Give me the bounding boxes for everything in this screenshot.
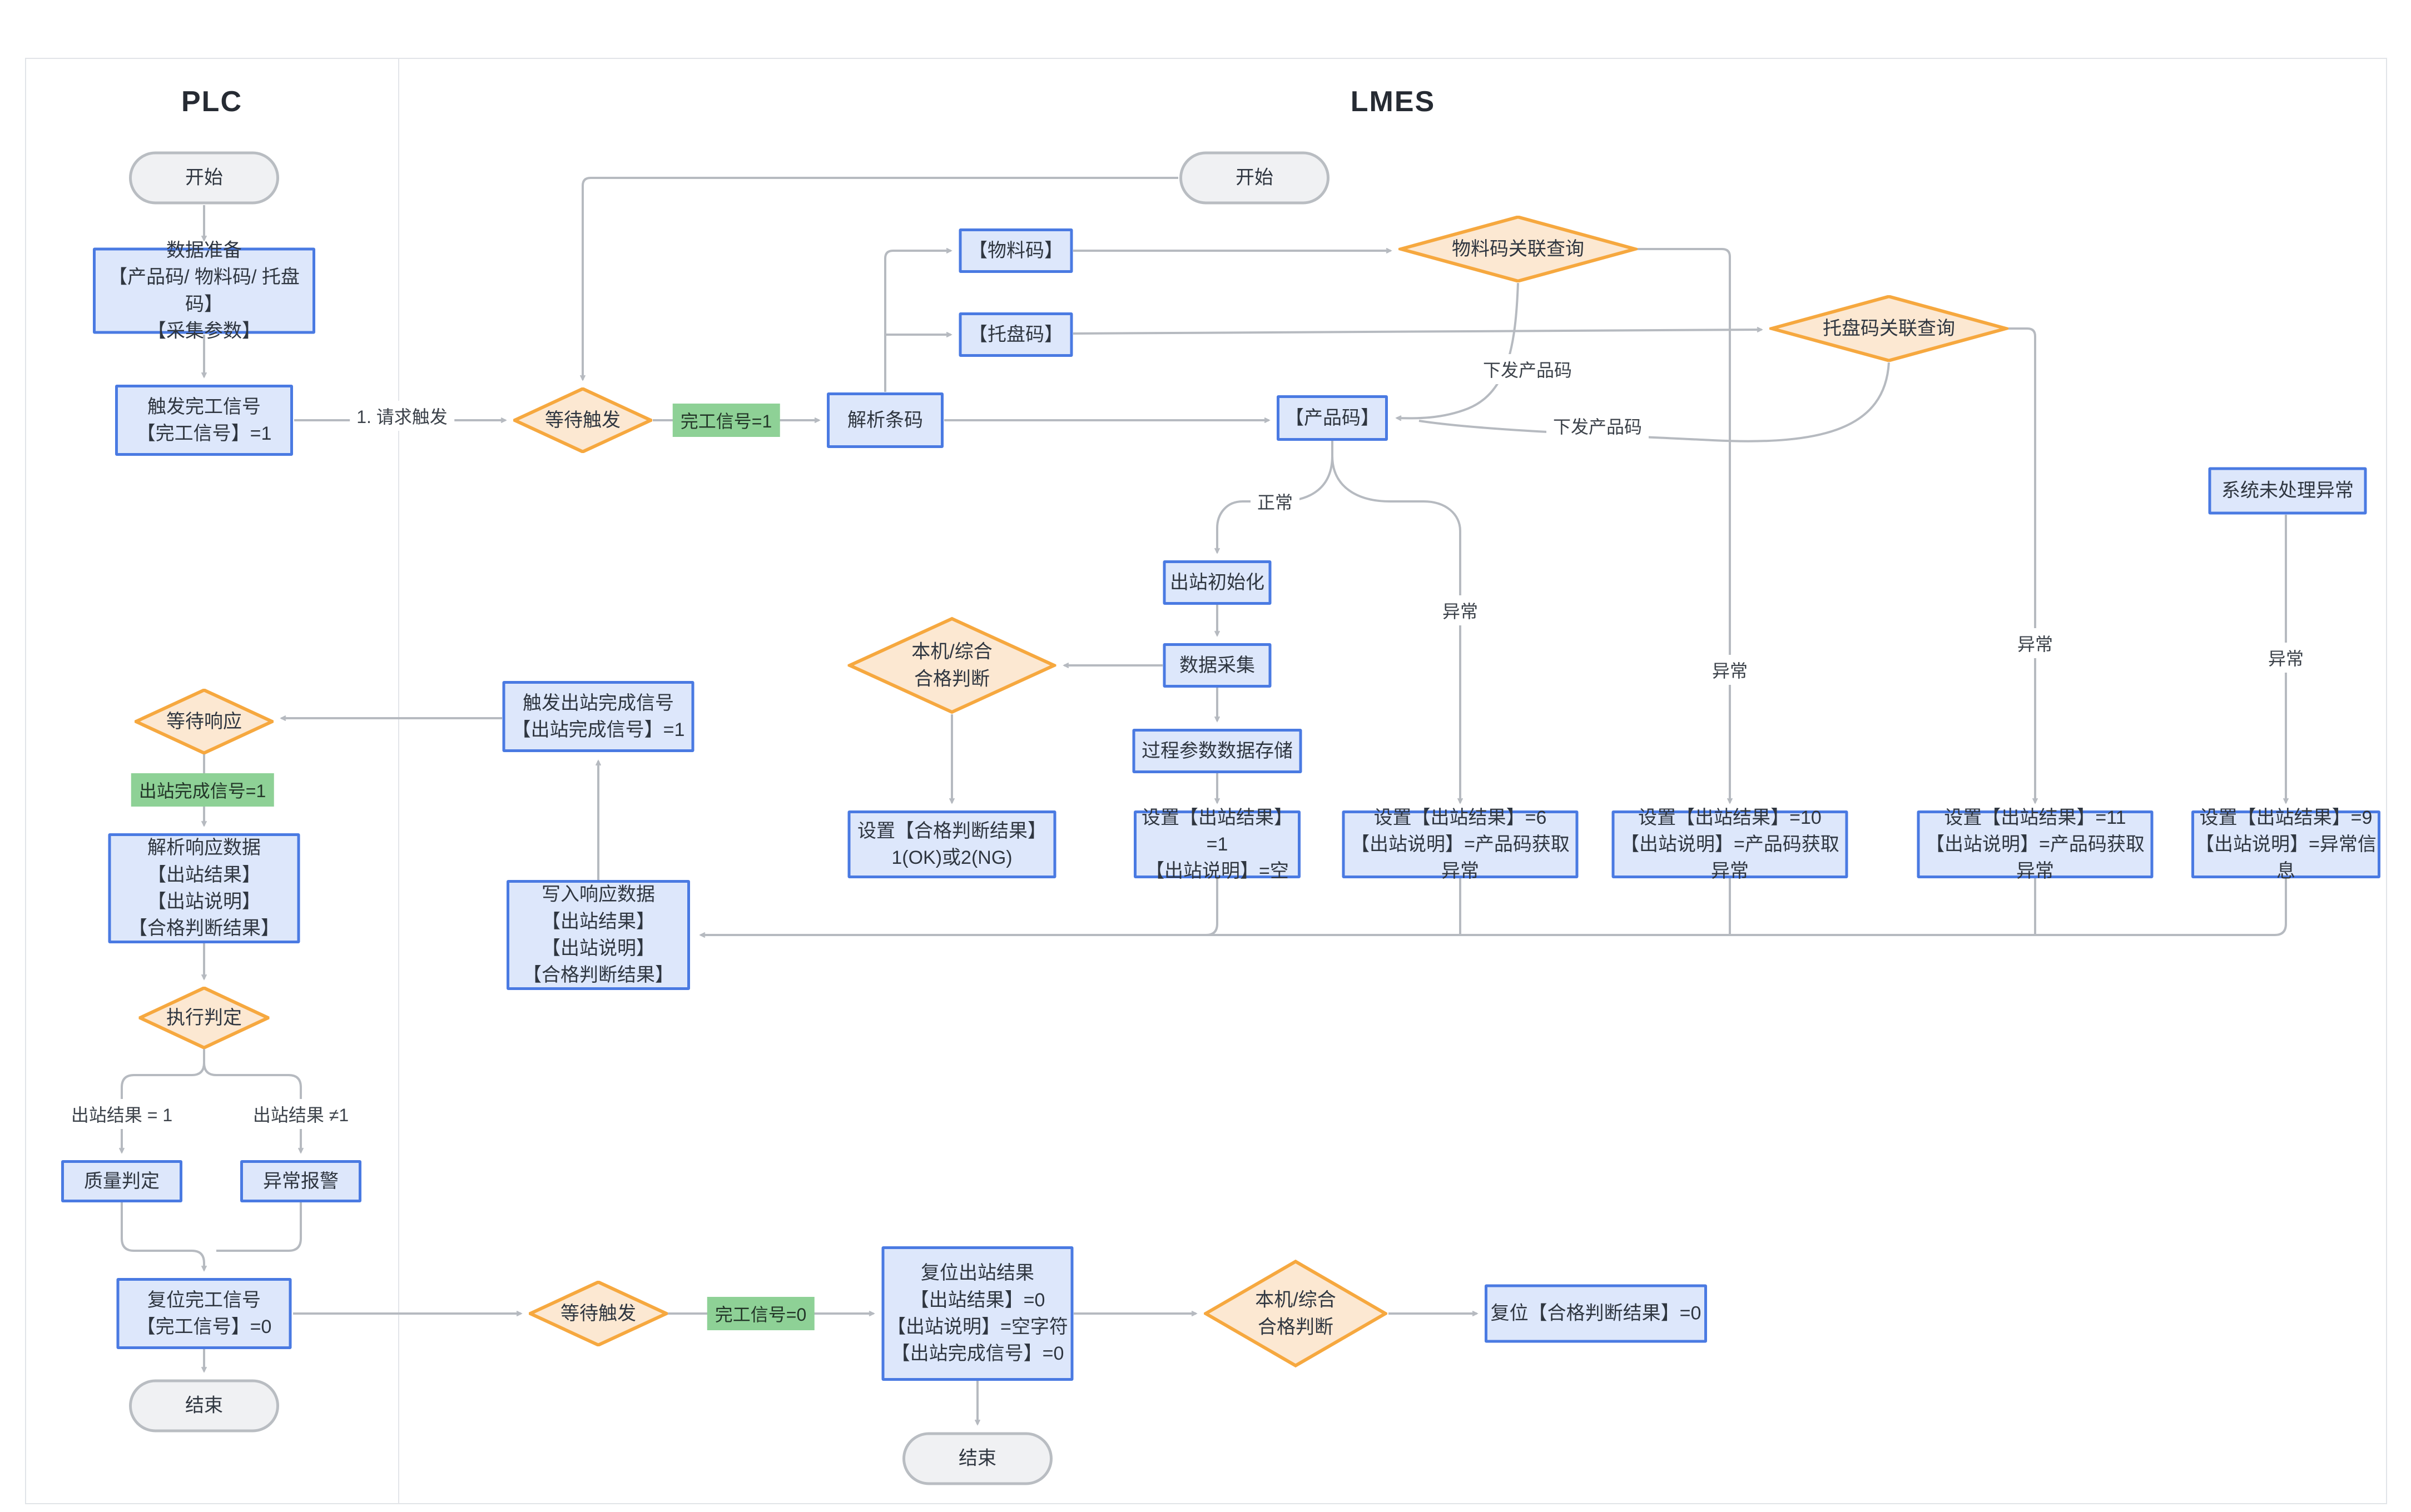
process-set-result-6: 设置【出站结果】=6 【出站说明】=产品码获取异常 [1342,807,1579,882]
edge-label-request-trigger: 1. 请求触发 [350,401,454,431]
process-parse-response: 解析响应数据 【出站结果】 【出站说明】 【合格判断结果】 [108,833,300,943]
terminator-plc-start: 开始 [129,151,279,205]
process-set-result-10: 设置【出站结果】=10 【出站说明】=产品码获取异常 [1611,807,1848,882]
process-trigger-done-signal: 触发完工信号 【完工信号】=1 [115,385,293,456]
data-product-code: 【产品码】 [1277,395,1388,441]
edge-label-result-eq-1: 出站结果 = 1 [64,1099,180,1129]
decision-tray-query: 托盘码关联查询 [1769,295,2008,362]
process-abnormal-alarm: 异常报警 [240,1160,361,1202]
terminator-lmes-end: 结束 [902,1432,1053,1485]
edge-label-abnormal-10: 异常 [1705,655,1755,685]
lane-title-plc: PLC [181,86,242,118]
data-material-code: 【物料码】 [959,228,1073,273]
decision-exec-judge: 执行判定 [139,987,270,1049]
edge-label-result-ne-1: 出站结果 ≠1 [246,1099,356,1129]
process-param-store: 过程参数数据存储 [1132,729,1302,773]
process-set-result-11: 设置【出站结果】=11 【出站说明】=产品码获取异常 [1917,807,2154,882]
process-parse-barcode: 解析条码 [827,392,944,448]
process-data-collect: 数据采集 [1163,643,1272,688]
process-data-prep: 数据准备 【产品码/ 物料码/ 托盘码】 【采集参数】 [93,240,315,341]
process-set-result-9: 设置【出站结果】=9 【出站说明】=异常信息 [2191,807,2380,882]
process-set-judge-result: 设置【合格判断结果】 1(OK)或2(NG) [847,810,1056,878]
decision-wait-response: 等待响应 [135,689,274,754]
edge-label-normal: 正常 [1250,486,1300,516]
decision-wait-trigger-top: 等待触发 [513,387,652,453]
edge-label-abnormal-11: 异常 [2010,628,2060,658]
decision-wait-trigger-bottom: 等待触发 [529,1281,668,1346]
terminator-plc-end: 结束 [129,1379,279,1433]
process-sys-exception: 系统未处理异常 [2208,467,2367,515]
edge-label-out-done-signal-1: 出站完成信号=1 [131,773,274,807]
process-reset-done-signal: 复位完工信号 【完工信号】=0 [116,1278,292,1349]
edge-label-issue-product-code-2: 下发产品码 [1546,411,1649,441]
diagram-frame [25,58,2387,1504]
lane-divider [398,58,399,1504]
edge-label-abnormal-9: 异常 [2261,643,2311,673]
edge-label-done-signal-0: 完工信号=0 [707,1297,815,1330]
process-write-response: 写入响应数据 【出站结果】 【出站说明】 【合格判断结果】 [507,880,690,990]
process-reset-out-result: 复位出站结果 【出站结果】=0 【出站说明】=空字符 【出站完成信号】=0 [881,1246,1074,1381]
process-reset-judge-result: 复位【合格判断结果】=0 [1485,1284,1707,1343]
decision-material-query: 物料码关联查询 [1398,216,1638,282]
process-quality-judge: 质量判定 [61,1160,182,1202]
edge-label-abnormal-6: 异常 [1435,595,1485,625]
edge-label-issue-product-code-1: 下发产品码 [1476,354,1579,384]
edge-label-done-signal-1: 完工信号=1 [672,404,780,437]
process-trigger-out-done: 触发出站完成信号 【出站完成信号】=1 [502,681,694,752]
process-outbound-init: 出站初始化 [1163,560,1272,605]
data-tray-code: 【托盘码】 [959,312,1073,357]
process-set-result-1: 设置【出站结果】=1 【出站说明】=空 [1134,807,1301,882]
lane-title-lmes: LMES [1350,86,1436,118]
decision-local-judge: 本机/综合 合格判断 [848,617,1056,714]
decision-local-judge-bottom: 本机/综合 合格判断 [1204,1260,1387,1368]
terminator-lmes-start: 开始 [1179,151,1329,205]
